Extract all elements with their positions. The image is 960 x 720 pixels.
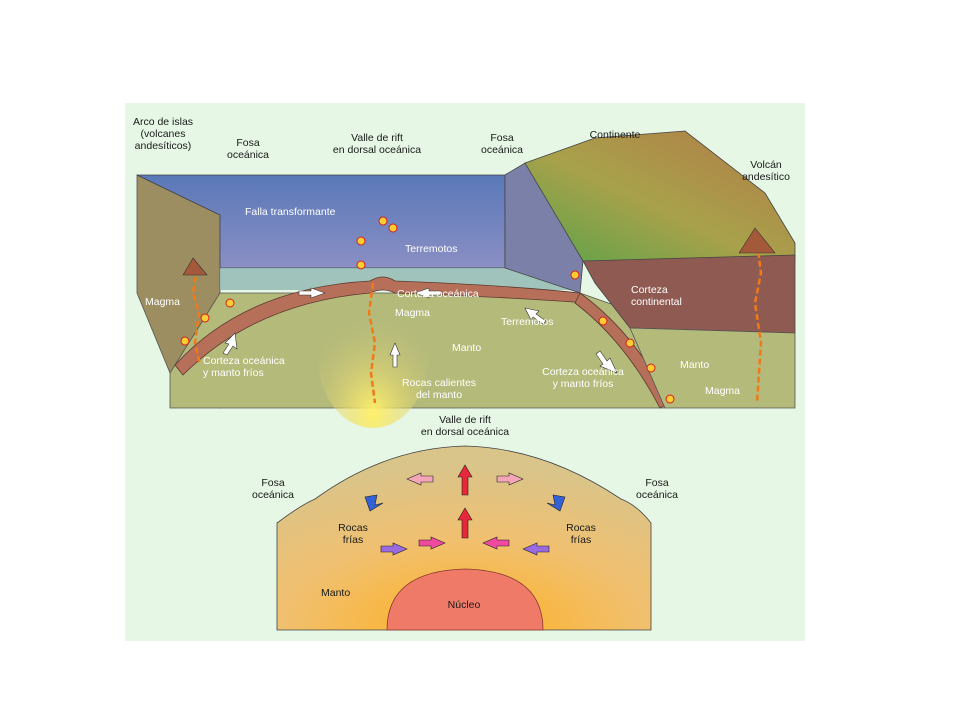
label-oceanic-crust: Corteza oceánica (397, 288, 479, 300)
ocean-front (220, 268, 580, 290)
label-cold-rocks-right: Rocas frías (566, 522, 596, 546)
label-cs-trench-left: Fosa oceánica (251, 477, 295, 501)
label-island-arc: Arco de islas (volcanes andesíticos) (132, 116, 194, 152)
label-earthquakes-center: Terremotos (405, 243, 458, 255)
cross-section-diagram (276, 445, 652, 631)
label-cs-rift-valley: Valle de rift en dorsal oceánica (420, 414, 510, 438)
label-rift-valley: Valle de rift en dorsal oceánica (332, 132, 422, 156)
label-cold-crust-left: Corteza oceánica y manto fríos (203, 355, 285, 379)
label-mantle-center: Manto (452, 342, 482, 354)
andesitic-volcano-cone (738, 227, 776, 254)
island-volcano (182, 257, 208, 276)
label-earthquakes-right: Terremotos (501, 316, 554, 328)
plate-motion-arrows (222, 287, 618, 374)
label-continental-crust: Corteza continental (631, 284, 682, 308)
label-magma-center: Magma (395, 307, 431, 319)
core (386, 568, 544, 631)
convection-arrows (364, 464, 566, 556)
label-hot-rocks: Rocas calientes del manto (401, 377, 477, 401)
label-continent: Continente (589, 129, 641, 141)
label-magma-left: Magma (145, 296, 181, 308)
label-andesitic-volcano: Volcán andesítico (742, 159, 790, 183)
label-cold-crust-right: Corteza oceánica y manto fríos (542, 366, 624, 390)
magma-conduit-right (753, 242, 763, 404)
label-trench-left: Fosa oceánica (226, 137, 270, 161)
magma-conduit-center (367, 282, 377, 404)
label-cs-trench-right: Fosa oceánica (635, 477, 679, 501)
label-transform-fault: Falla transformante (245, 206, 336, 218)
label-trench-right: Fosa oceánica (480, 132, 524, 156)
block-diagram (136, 130, 796, 428)
earthquake-markers (180, 216, 675, 404)
label-mantle-cs: Manto (321, 587, 351, 599)
label-core: Núcleo (447, 599, 481, 611)
mantle-right (629, 327, 796, 409)
label-mantle-right: Manto (680, 359, 710, 371)
label-cold-rocks-left: Rocas frías (338, 522, 368, 546)
label-magma-right: Magma (705, 385, 741, 397)
magma-conduit-left (191, 267, 202, 366)
figure-artwork (136, 130, 796, 631)
trench-slope (504, 162, 584, 294)
tectonics-figure: Arco de islas (volcanes andesíticos) Fos… (125, 103, 805, 641)
